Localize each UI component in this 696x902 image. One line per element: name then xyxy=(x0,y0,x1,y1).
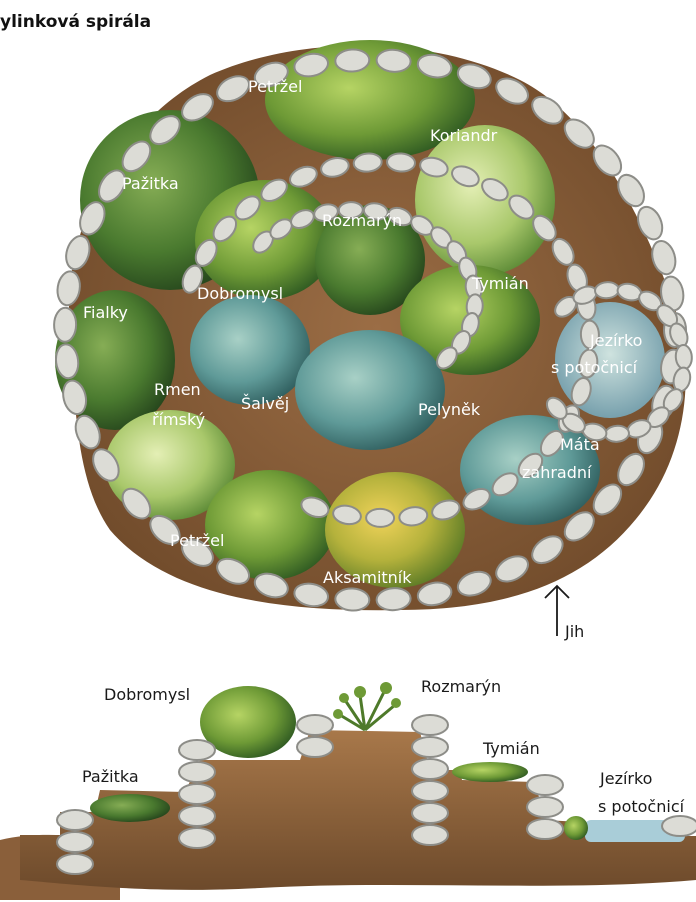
label-jezirko-1: Jezírko xyxy=(589,331,642,350)
side-label-jezirko-1: Jezírko xyxy=(599,769,652,788)
side-plant-pazitka xyxy=(90,794,170,822)
label-rmen-2: římský xyxy=(152,410,205,429)
stone xyxy=(335,588,370,612)
plant-koriandr xyxy=(415,125,555,275)
stone xyxy=(412,803,448,823)
stone xyxy=(527,819,563,839)
stone xyxy=(412,781,448,801)
stone xyxy=(335,49,370,73)
stone xyxy=(297,715,333,735)
side-label-jezirko-2: s potočnicí xyxy=(598,797,685,816)
stone xyxy=(675,344,693,369)
label-rmen-1: Rmen xyxy=(154,380,201,399)
stone xyxy=(54,308,77,342)
stone xyxy=(57,832,93,852)
label-mata-1: Máta xyxy=(560,435,600,454)
label-jezirko-2: s potočnicí xyxy=(551,358,638,377)
stone xyxy=(57,854,93,874)
stone xyxy=(179,740,215,760)
stone xyxy=(412,737,448,757)
side-plant-tymian xyxy=(452,762,528,782)
stone xyxy=(412,715,448,735)
plant-pelynek xyxy=(295,330,445,450)
stone xyxy=(662,816,696,836)
label-pelynek: Pelyněk xyxy=(418,400,481,419)
label-rozmaryn: Rozmarýn xyxy=(322,211,402,230)
label-dobromysl: Dobromysl xyxy=(197,284,283,303)
compass-label: Jih xyxy=(564,622,584,641)
label-petrzel-top: Petržel xyxy=(248,77,302,96)
label-fialky: Fialky xyxy=(83,303,128,322)
label-tymian: Tymián xyxy=(471,274,529,293)
stone xyxy=(366,509,394,527)
stone xyxy=(412,759,448,779)
label-pazitka: Pažitka xyxy=(122,174,179,193)
stone xyxy=(179,762,215,782)
side-label-dobromysl: Dobromysl xyxy=(104,685,190,704)
label-salvej: Šalvěj xyxy=(241,394,289,413)
stone xyxy=(604,425,629,443)
stone xyxy=(179,828,215,848)
side-label-rozmaryn: Rozmarýn xyxy=(421,677,501,696)
side-plant-rozmaryn xyxy=(333,682,401,730)
stone xyxy=(527,797,563,817)
label-aksamitnik: Aksamitník xyxy=(323,568,412,587)
side-view: Dobromysl Rozmarýn Tymián Pažitka Jezírk… xyxy=(0,677,696,900)
side-label-pazitka: Pažitka xyxy=(82,767,139,786)
stone xyxy=(412,825,448,845)
label-mata-2: zahradní xyxy=(522,463,592,482)
stone xyxy=(179,806,215,826)
stone xyxy=(179,784,215,804)
side-plant-potocnice xyxy=(564,816,588,840)
stone xyxy=(594,281,619,299)
plant-salvej xyxy=(190,295,310,405)
stone xyxy=(297,737,333,757)
top-view: ylinková spirála Petržel Koriandr Pažitk… xyxy=(0,12,693,641)
stone xyxy=(527,775,563,795)
side-label-tymian: Tymián xyxy=(482,739,540,758)
label-petrzel-bottom: Petržel xyxy=(170,531,224,550)
label-koriandr: Koriandr xyxy=(430,126,498,145)
stone xyxy=(57,810,93,830)
title: ylinková spirála xyxy=(0,12,151,32)
